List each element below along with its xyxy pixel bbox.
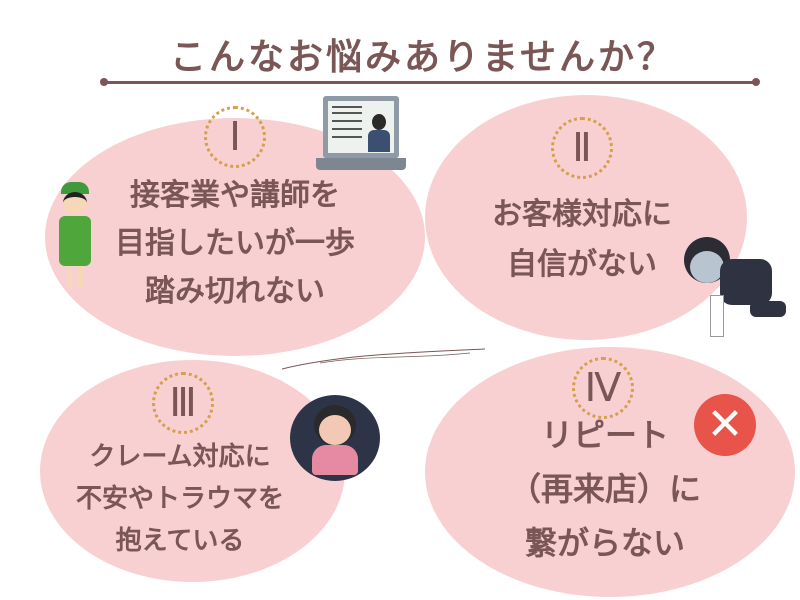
decorative-swirl [281,348,486,370]
concern-line: お客様対応に [492,197,672,232]
depressed-woman-icon [680,235,790,345]
concern-line: 抱えている [115,526,245,556]
concern-line: 自信がない [507,247,657,282]
numeral-badge-3: Ⅲ [152,372,214,434]
concern-line: 踏み切れない [145,274,325,309]
concern-line: 目指したいが一歩 [115,226,355,261]
concern-line: （再来店）に [508,470,701,508]
underline-dot-left [100,78,108,86]
underline-dot-right [752,78,760,86]
numeral-badge-4: Ⅳ [572,357,634,419]
concern-text-2: お客様対応に 自信がない [432,190,732,290]
concern-line: クレーム対応に [89,442,271,472]
concern-text-1: 接客業や講師を 目指したいが一歩 踏み切れない [85,172,385,316]
numeral-badge-2: Ⅱ [551,117,613,179]
staff-woman-icon [55,182,95,292]
numeral-badge-1: Ⅰ [204,106,266,168]
x-mark-icon: ✕ [694,394,756,456]
page-title: こんなお悩みありませんか？ [170,37,676,78]
concern-line: 繋がらない [524,524,685,562]
concern-line: リピート [540,416,669,454]
concern-text-3: クレーム対応に 不安やトラウマを 抱えている [35,436,325,562]
concern-line: 接客業や講師を [130,178,340,213]
scared-woman-icon [290,395,380,481]
teacher-laptop-icon [316,96,406,174]
title-underline [103,81,757,84]
concern-text-4: リピート （再来店）に 繋がらない [470,408,740,570]
concern-line: 不安やトラウマを [75,484,284,514]
